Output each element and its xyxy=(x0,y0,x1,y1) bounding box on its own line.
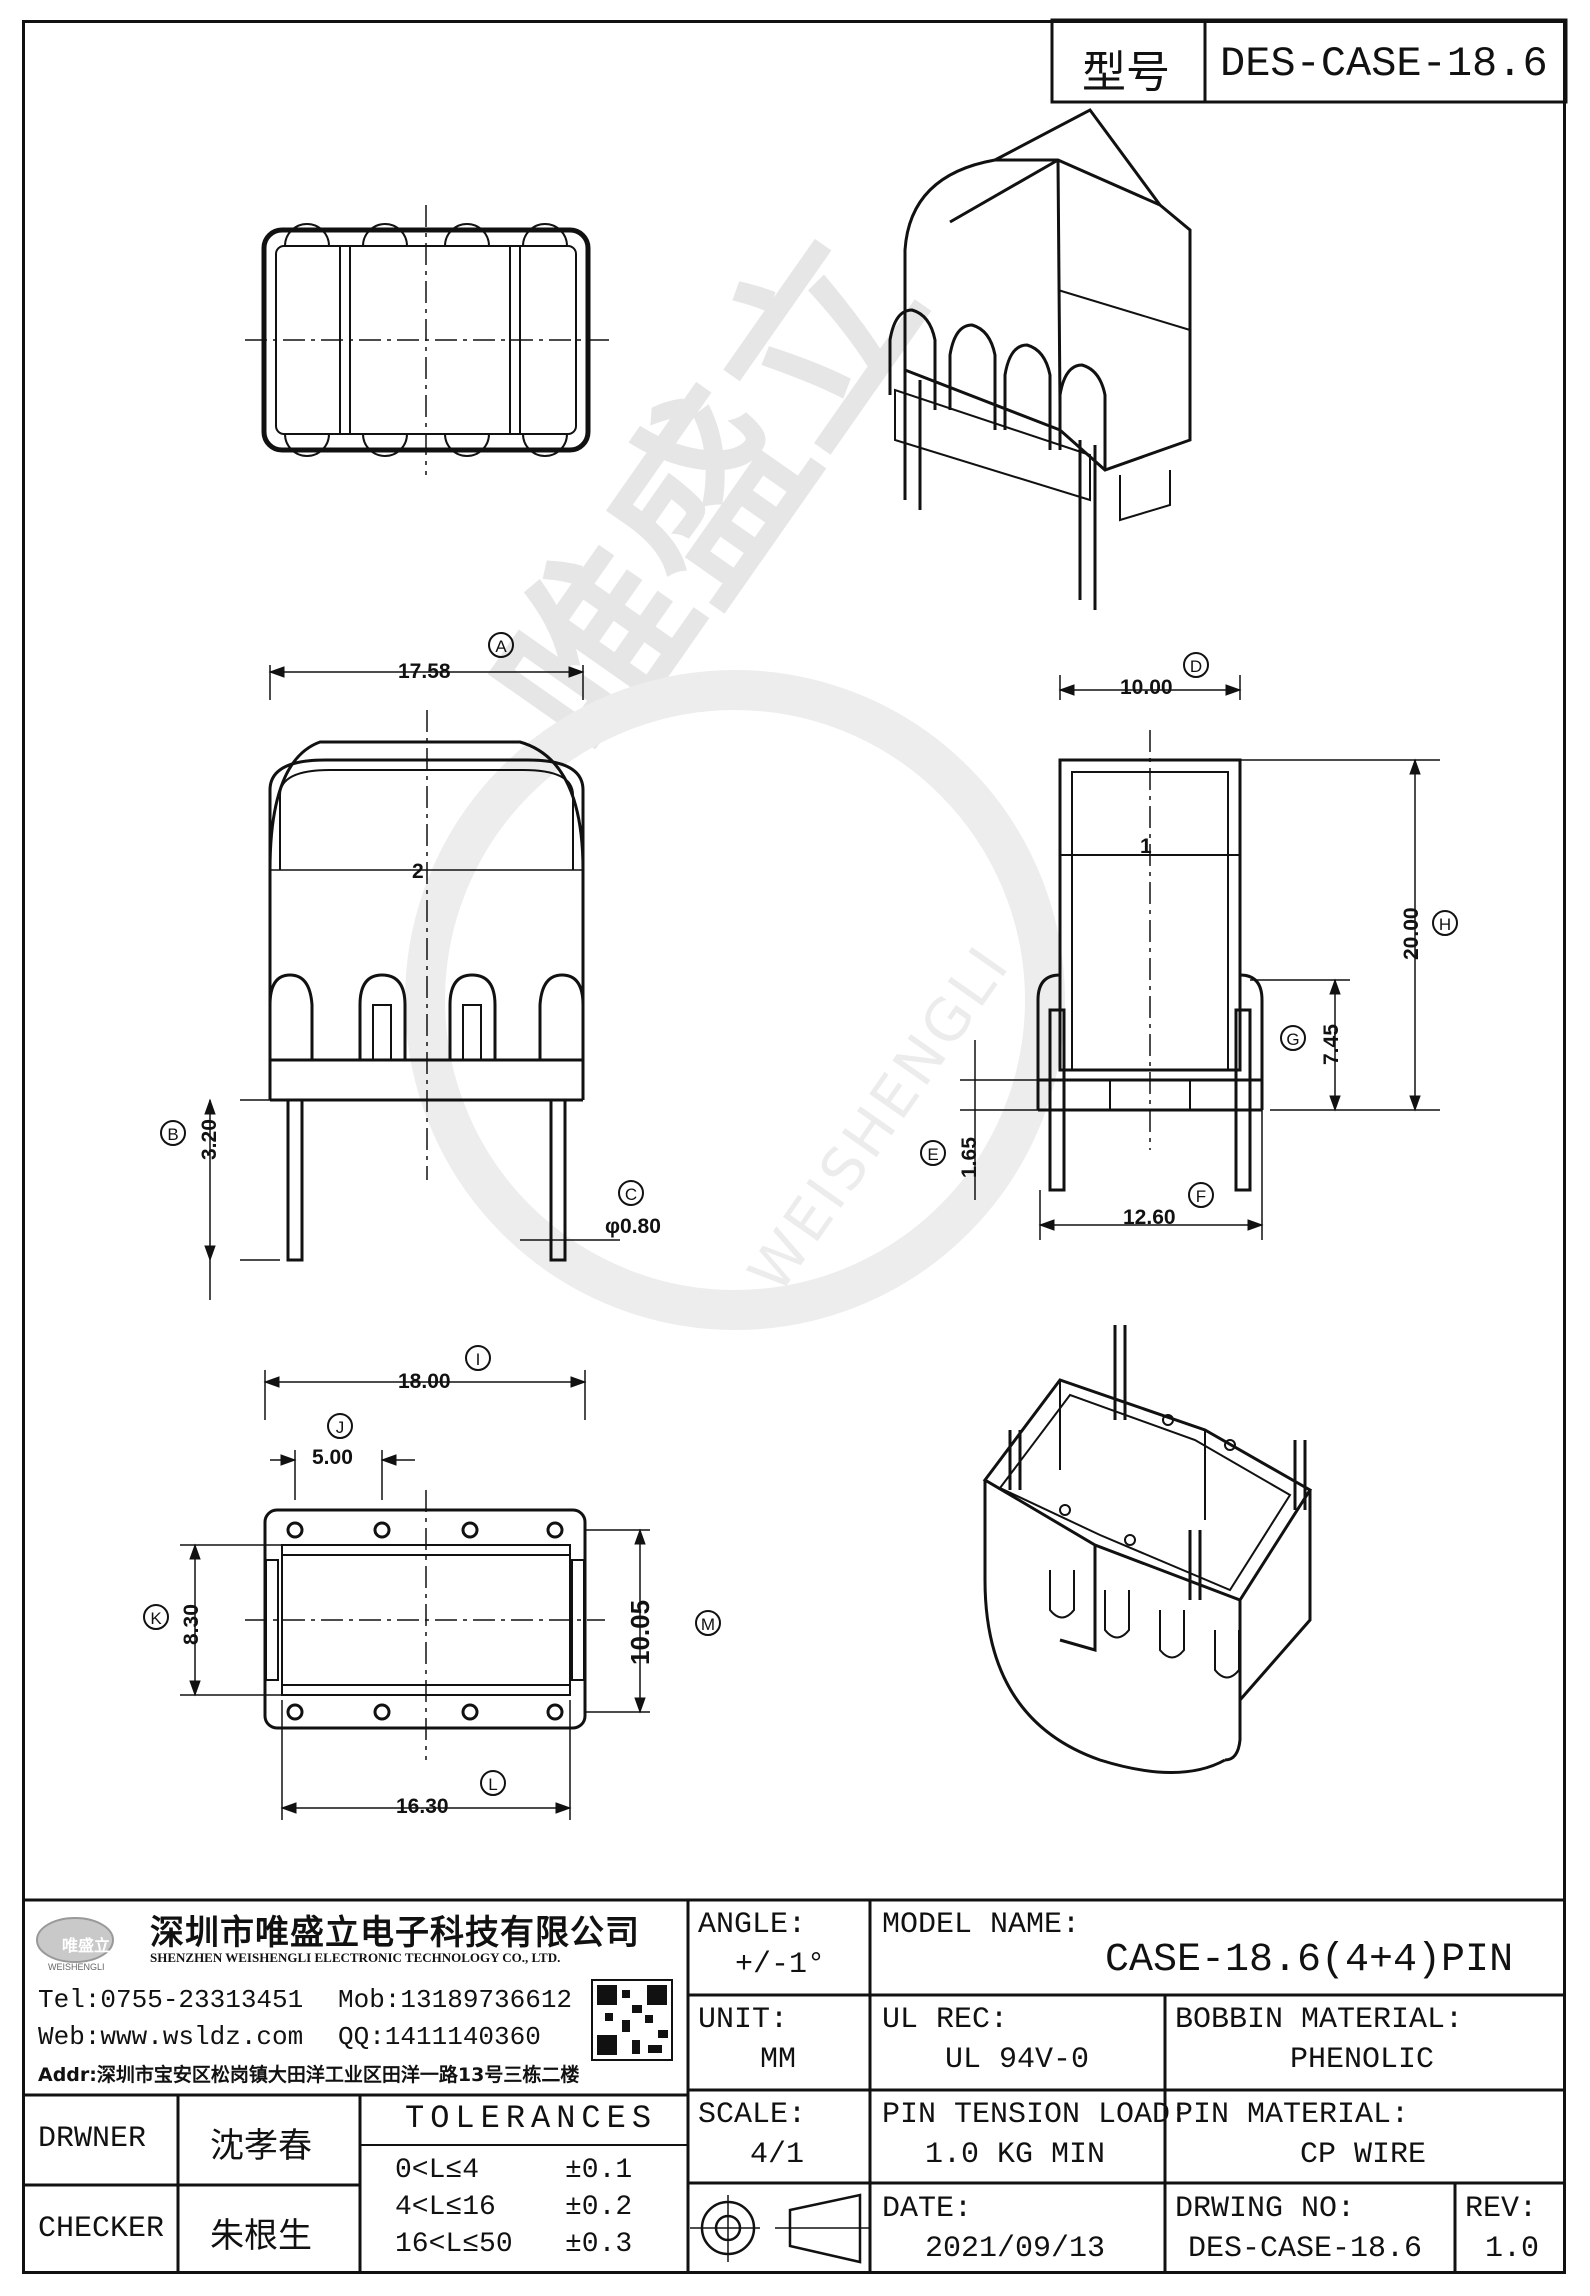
dim-value-g: 7.45 xyxy=(1320,1024,1343,1065)
dim-value-d: 10.00 xyxy=(1120,676,1173,699)
dim-marker-h: H xyxy=(1432,910,1458,936)
drawner-name: 沈孝春 xyxy=(210,2126,312,2166)
company-mob: Mob:13189736612 xyxy=(338,1985,573,2015)
model-name-value: CASE-18.6(4+4)PIN xyxy=(1105,1938,1514,1983)
ul-rec-label: UL REC: xyxy=(882,2003,1009,2037)
angle-value: +/-1° xyxy=(735,1948,826,1982)
rev-value: 1.0 xyxy=(1485,2232,1540,2266)
titleblock-grid xyxy=(22,1898,1566,2274)
company-name-cn: 深圳市唯盛立电子科技有限公司 xyxy=(150,1913,640,1953)
header-box xyxy=(1050,18,1568,104)
dim-marker-a: A xyxy=(488,632,514,658)
company-logo-subtext: WEISHENGLI xyxy=(48,1962,105,1972)
dim-value-f: 12.60 xyxy=(1123,1206,1176,1229)
iso-view-top xyxy=(888,108,1192,610)
header-part-number: DES-CASE-18.6 xyxy=(1220,40,1548,88)
qr-code xyxy=(591,1979,673,2061)
unit-value: MM xyxy=(760,2043,797,2077)
dim-mark-2: 2 xyxy=(412,860,424,883)
dim-marker-l: L xyxy=(480,1770,506,1796)
dim-marker-j: J xyxy=(327,1413,353,1439)
company-qq: QQ:1411140360 xyxy=(338,2022,541,2052)
model-name-label: MODEL NAME: xyxy=(882,1908,1081,1942)
scale-value: 4/1 xyxy=(750,2138,805,2172)
dim-marker-m: M xyxy=(695,1610,721,1636)
dim-marker-i: I xyxy=(465,1345,491,1371)
tolerances-title: TOLERANCES xyxy=(405,2100,658,2137)
tolerance-range-1: 0<L≤4 xyxy=(395,2155,480,2186)
dim-marker-f: F xyxy=(1188,1182,1214,1208)
rev-label: REV: xyxy=(1465,2192,1538,2226)
header-label: 型号 xyxy=(1082,47,1170,98)
watermark-ring xyxy=(405,670,1065,1330)
dim-value-l: 16.30 xyxy=(396,1795,449,1818)
dim-marker-g: G xyxy=(1280,1025,1306,1051)
dim-value-j: 5.00 xyxy=(312,1446,353,1469)
checker-label: CHECKER xyxy=(38,2212,165,2246)
scale-label: SCALE: xyxy=(698,2098,807,2132)
dim-marker-c: C xyxy=(618,1180,644,1206)
drawing-no-value: DES-CASE-18.6 xyxy=(1188,2232,1423,2266)
dim-value-c: φ0.80 xyxy=(605,1215,661,1238)
dim-value-k: 8.30 xyxy=(180,1604,203,1645)
unit-label: UNIT: xyxy=(698,2003,789,2037)
pin-tension-label: PIN TENSION LOAD: xyxy=(882,2098,1189,2132)
dim-mark-1: 1 xyxy=(1140,835,1152,858)
ul-rec-value: UL 94V-0 xyxy=(945,2043,1090,2077)
front-view xyxy=(204,665,620,1300)
company-logo-text: 唯盛立 xyxy=(62,1938,111,1955)
pin-tension-value: 1.0 KG MIN xyxy=(925,2138,1106,2172)
drawing-frame xyxy=(22,20,1566,2274)
angle-label: ANGLE: xyxy=(698,1908,807,1942)
company-name-en: SHENZHEN WEISHENGLI ELECTRONIC TECHNOLOG… xyxy=(150,1950,561,1965)
checker-name: 朱根生 xyxy=(210,2216,312,2256)
dim-value-h: 20.00 xyxy=(1400,907,1423,960)
bobbin-material-label: BOBBIN MATERIAL: xyxy=(1175,2003,1464,2037)
company-tel: Tel:0755-23313451 xyxy=(38,1985,304,2015)
dim-value-a: 17.58 xyxy=(398,660,451,683)
tolerance-range-2: 4<L≤16 xyxy=(395,2192,496,2223)
dim-marker-b: B xyxy=(160,1120,186,1146)
tolerance-value-1: ±0.1 xyxy=(565,2155,633,2186)
dim-value-b: 3.20 xyxy=(198,1119,221,1160)
drawing-no-label: DRWING NO: xyxy=(1175,2192,1356,2226)
dim-value-i: 18.00 xyxy=(398,1370,451,1393)
dim-marker-d: D xyxy=(1183,652,1209,678)
side-view xyxy=(960,675,1440,1240)
dim-value-m: 10.05 xyxy=(625,1599,655,1665)
date-label: DATE: xyxy=(882,2192,973,2226)
dim-marker-k: K xyxy=(143,1604,169,1630)
dim-value-e: 1.65 xyxy=(958,1137,981,1178)
dim-marker-e: E xyxy=(920,1140,946,1166)
pin-material-value: CP WIRE xyxy=(1300,2138,1427,2172)
drawner-label: DRWNER xyxy=(38,2122,147,2156)
pin-material-label: PIN MATERIAL: xyxy=(1175,2098,1410,2132)
tolerance-range-3: 16<L≤50 xyxy=(395,2229,513,2260)
tolerance-value-2: ±0.2 xyxy=(565,2192,633,2223)
company-address: Addr:深圳市宝安区松岗镇大田洋工业区田洋一路13号三栋二楼 xyxy=(38,2064,580,2086)
iso-view-bottom xyxy=(982,1325,1313,1774)
bottom-view xyxy=(180,1370,650,1820)
top-view xyxy=(245,205,610,475)
date-value: 2021/09/13 xyxy=(925,2232,1106,2266)
company-web: Web:www.wsldz.com xyxy=(38,2022,304,2052)
projection-symbol xyxy=(690,2193,870,2264)
tolerance-value-3: ±0.3 xyxy=(565,2229,633,2260)
company-logo-mark xyxy=(36,1917,114,1963)
bobbin-material-value: PHENOLIC xyxy=(1290,2043,1435,2077)
